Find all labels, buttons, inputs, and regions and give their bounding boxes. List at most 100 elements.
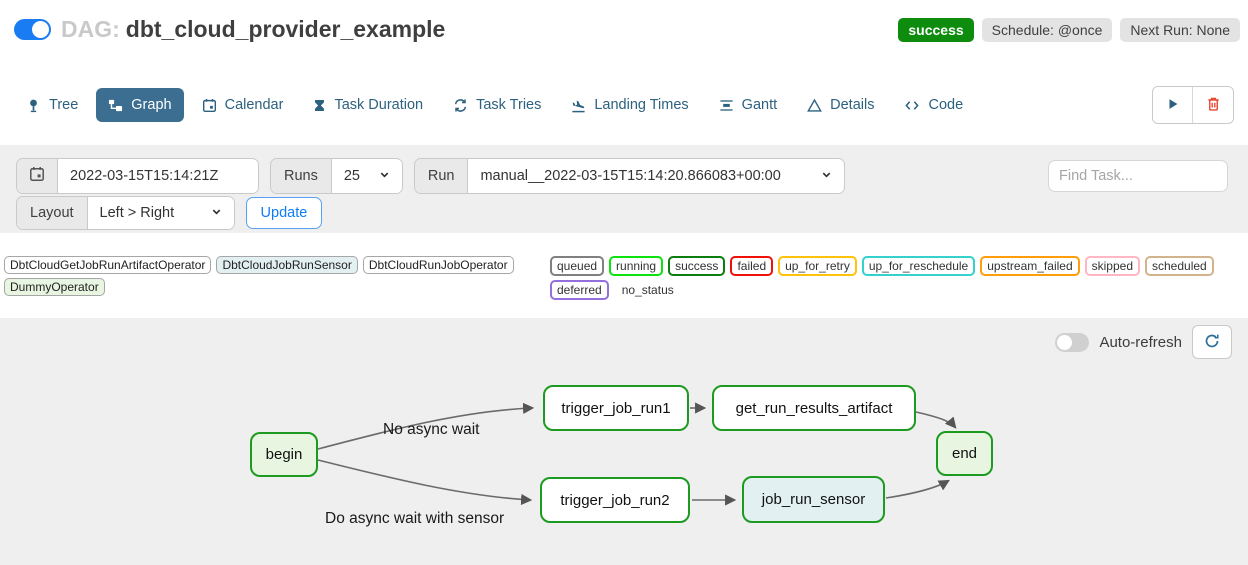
tab-label: Code xyxy=(928,97,964,113)
hourglass-icon xyxy=(313,98,326,113)
graph-icon xyxy=(108,98,123,113)
dag-prefix-label: DAG: xyxy=(61,16,120,42)
tab-gantt[interactable]: Gantt xyxy=(707,88,789,122)
tabs: Tree Graph Calendar Task Duration Task Tries… xyxy=(14,88,975,122)
details-icon xyxy=(807,98,823,113)
run-group: Run manual__2022-03-15T15:14:20.866083+0… xyxy=(413,158,846,194)
runs-group: Runs 25 xyxy=(270,158,403,194)
operator-badge: DbtCloudGetJobRunArtifactOperator xyxy=(4,256,212,274)
tab-task-tries[interactable]: Task Tries xyxy=(441,88,553,122)
play-icon xyxy=(1166,97,1180,114)
calendar-picker-button[interactable] xyxy=(17,159,58,193)
dag-pause-toggle[interactable] xyxy=(14,19,51,40)
task-node-begin[interactable]: begin xyxy=(250,432,318,477)
runs-label: Runs xyxy=(271,159,332,193)
runs-select[interactable]: 25 xyxy=(331,159,402,193)
delete-dag-button[interactable] xyxy=(1193,87,1233,123)
tab-label: Task Tries xyxy=(476,97,542,113)
status-badge[interactable]: success xyxy=(898,17,974,42)
code-icon xyxy=(904,98,920,113)
base-date-input[interactable] xyxy=(58,159,258,193)
base-date-group xyxy=(16,158,259,194)
status-badge-running: running xyxy=(609,256,664,276)
tab-details[interactable]: Details xyxy=(795,88,886,122)
edge-label: Do async wait with sensor xyxy=(325,510,505,527)
tab-task-duration[interactable]: Task Duration xyxy=(301,88,435,122)
tab-label: Gantt xyxy=(741,97,778,113)
graph-toolbar: Auto-refresh xyxy=(1055,325,1232,359)
refresh-button[interactable] xyxy=(1192,325,1232,359)
tab-tree[interactable]: Tree xyxy=(14,88,90,122)
calendar-icon xyxy=(202,98,217,113)
trash-icon xyxy=(1206,96,1221,115)
status-badge-queued: queued xyxy=(550,256,605,276)
chevron-down-icon xyxy=(379,168,390,184)
task-node-trigger_job_run2[interactable]: trigger_job_run2 xyxy=(540,477,690,523)
task-node-trigger_job_run1[interactable]: trigger_job_run1 xyxy=(543,385,689,431)
tab-calendar[interactable]: Calendar xyxy=(190,88,296,122)
repeat-icon xyxy=(453,98,468,113)
chevron-down-icon xyxy=(211,205,222,221)
tab-landing-times[interactable]: Landing Times xyxy=(559,88,700,122)
header-badges: success Schedule: @once Next Run: None xyxy=(898,17,1240,42)
filter-row-1: Runs 25 Run manual__2022-03-15T15:14:20.… xyxy=(16,158,846,194)
filter-row-2: Layout Left > Right Update xyxy=(16,196,323,230)
status-badge-deferred: deferred xyxy=(550,280,609,300)
refresh-icon xyxy=(1204,333,1220,352)
operator-badge: DbtCloudJobRunSensor xyxy=(216,256,358,274)
graph-panel: Auto-refresh begin trigger_job_run1 get_ru… xyxy=(0,318,1248,565)
filter-panel: Runs 25 Run manual__2022-03-15T15:14:20.… xyxy=(0,145,1248,233)
tab-label: Task Duration xyxy=(334,97,424,113)
operator-legend-row: DummyOperator xyxy=(4,278,514,296)
page-title: DAG:dbt_cloud_provider_example xyxy=(61,16,445,43)
toggle-knob xyxy=(1057,334,1073,350)
operator-badge: DummyOperator xyxy=(4,278,105,296)
dag-action-group xyxy=(1152,86,1234,124)
tab-code[interactable]: Code xyxy=(892,88,975,122)
status-badge-up_for_retry: up_for_retry xyxy=(778,256,857,276)
chevron-down-icon xyxy=(821,168,832,184)
operator-badge: DbtCloudRunJobOperator xyxy=(362,256,514,274)
task-node-get_run_results_artifact[interactable]: get_run_results_artifact xyxy=(712,385,916,431)
view-tab-bar: Tree Graph Calendar Task Duration Task Tries… xyxy=(14,84,1234,126)
layout-group: Layout Left > Right xyxy=(16,196,235,230)
next-run-badge: Next Run: None xyxy=(1120,17,1240,42)
status-legend-row: deferred no_status xyxy=(550,280,1214,300)
tab-label: Landing Times xyxy=(594,97,689,113)
task-node-job_run_sensor[interactable]: job_run_sensor xyxy=(742,476,885,523)
calendar-icon xyxy=(29,166,45,187)
status-badge-success: success xyxy=(668,256,726,276)
run-select[interactable]: manual__2022-03-15T15:14:20.866083+00:00 xyxy=(468,159,845,193)
status-badge-scheduled: scheduled xyxy=(1145,256,1214,276)
run-label: Run xyxy=(414,159,469,193)
tree-icon xyxy=(26,98,41,113)
gantt-icon xyxy=(719,98,734,113)
layout-select[interactable]: Left > Right xyxy=(87,197,234,229)
task-node-end[interactable]: end xyxy=(936,431,993,476)
status-badge-up_for_reschedule: up_for_reschedule xyxy=(861,256,976,276)
update-button[interactable]: Update xyxy=(245,197,323,229)
tab-label: Tree xyxy=(49,97,79,113)
toggle-knob xyxy=(32,21,49,38)
auto-refresh-toggle[interactable] xyxy=(1055,332,1090,352)
find-task-input[interactable] xyxy=(1048,160,1228,192)
auto-refresh-label: Auto-refresh xyxy=(1099,333,1182,351)
tab-graph[interactable]: Graph xyxy=(96,88,184,122)
tab-label: Details xyxy=(830,97,875,113)
schedule-badge: Schedule: @once xyxy=(981,17,1113,42)
tab-label: Calendar xyxy=(224,97,284,113)
status-badge-upstream_failed: upstream_failed xyxy=(980,256,1080,276)
trigger-dag-button[interactable] xyxy=(1153,87,1193,123)
dag-title: dbt_cloud_provider_example xyxy=(125,16,446,42)
edge-label: No async wait xyxy=(383,421,480,438)
tab-label: Graph xyxy=(131,97,172,113)
status-badge-no_status: no_status xyxy=(621,283,674,297)
status-badge-failed: failed xyxy=(730,256,774,276)
layout-label: Layout xyxy=(17,197,88,229)
